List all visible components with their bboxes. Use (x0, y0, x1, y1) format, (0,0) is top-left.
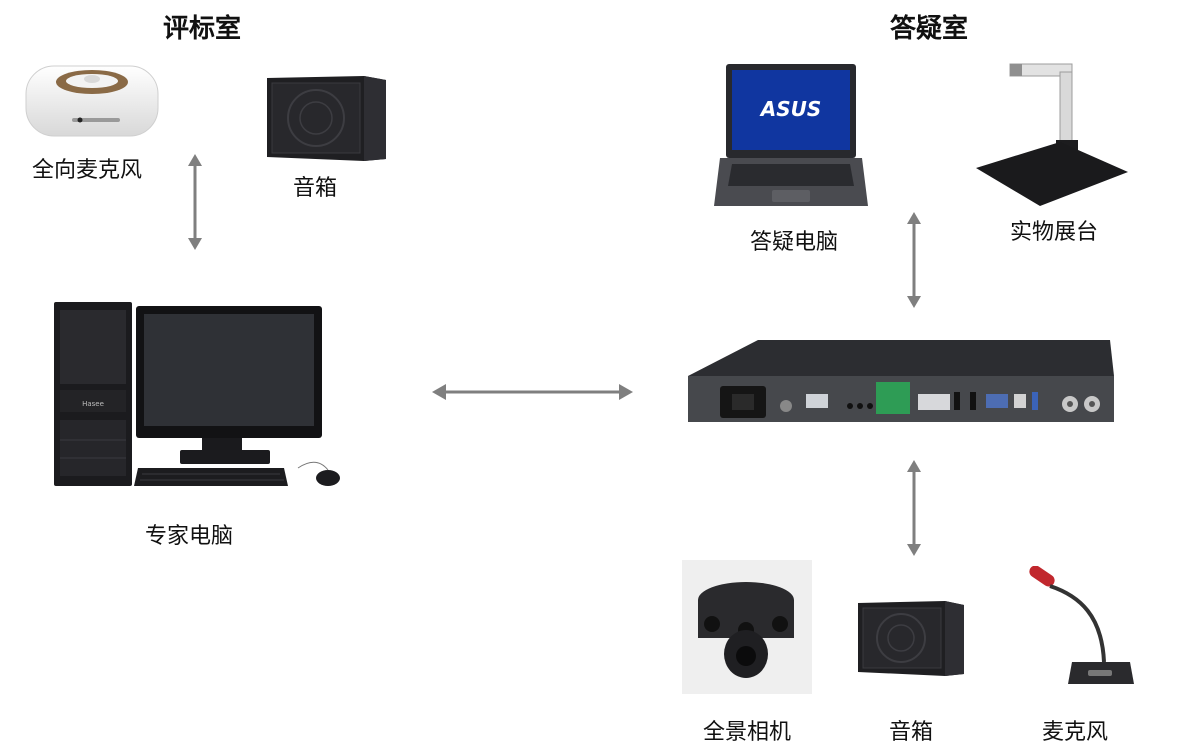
visualizer-label: 实物展台 (1010, 220, 1099, 245)
speaker-left-label: 音箱 (293, 176, 338, 201)
speaker-right-label: 音箱 (889, 720, 934, 745)
room-title-evaluation: 评标室 (163, 14, 242, 44)
omni-mic-label: 全向麦克风 (32, 158, 143, 183)
desktop-brand-text: Hasee (82, 400, 104, 408)
speaker-right-device (855, 598, 967, 678)
panoramic-camera-device (682, 560, 812, 694)
camera-label: 全景相机 (703, 720, 792, 745)
omni-mic-device (22, 62, 162, 142)
arrow-mic-to-pc (185, 152, 205, 252)
speaker-left-device (264, 73, 389, 163)
mic-label: 麦克风 (1042, 720, 1109, 745)
qa-pc-label: 答疑电脑 (750, 230, 839, 255)
main-control-unit (684, 336, 1118, 428)
visualizer-device (970, 60, 1132, 210)
laptop-brand-text: ASUS (759, 97, 822, 121)
expert-pc-label: 专家电脑 (145, 524, 234, 549)
gooseneck-mic-device (1024, 566, 1136, 692)
qa-laptop-device: ASUS (712, 62, 870, 210)
room-title-qa: 答疑室 (890, 14, 969, 44)
expert-pc-device: Hasee (52, 300, 352, 490)
arrow-pc-to-unit (430, 380, 635, 404)
arrow-laptop-to-unit (904, 210, 924, 310)
arrow-unit-to-peripherals (904, 458, 924, 558)
